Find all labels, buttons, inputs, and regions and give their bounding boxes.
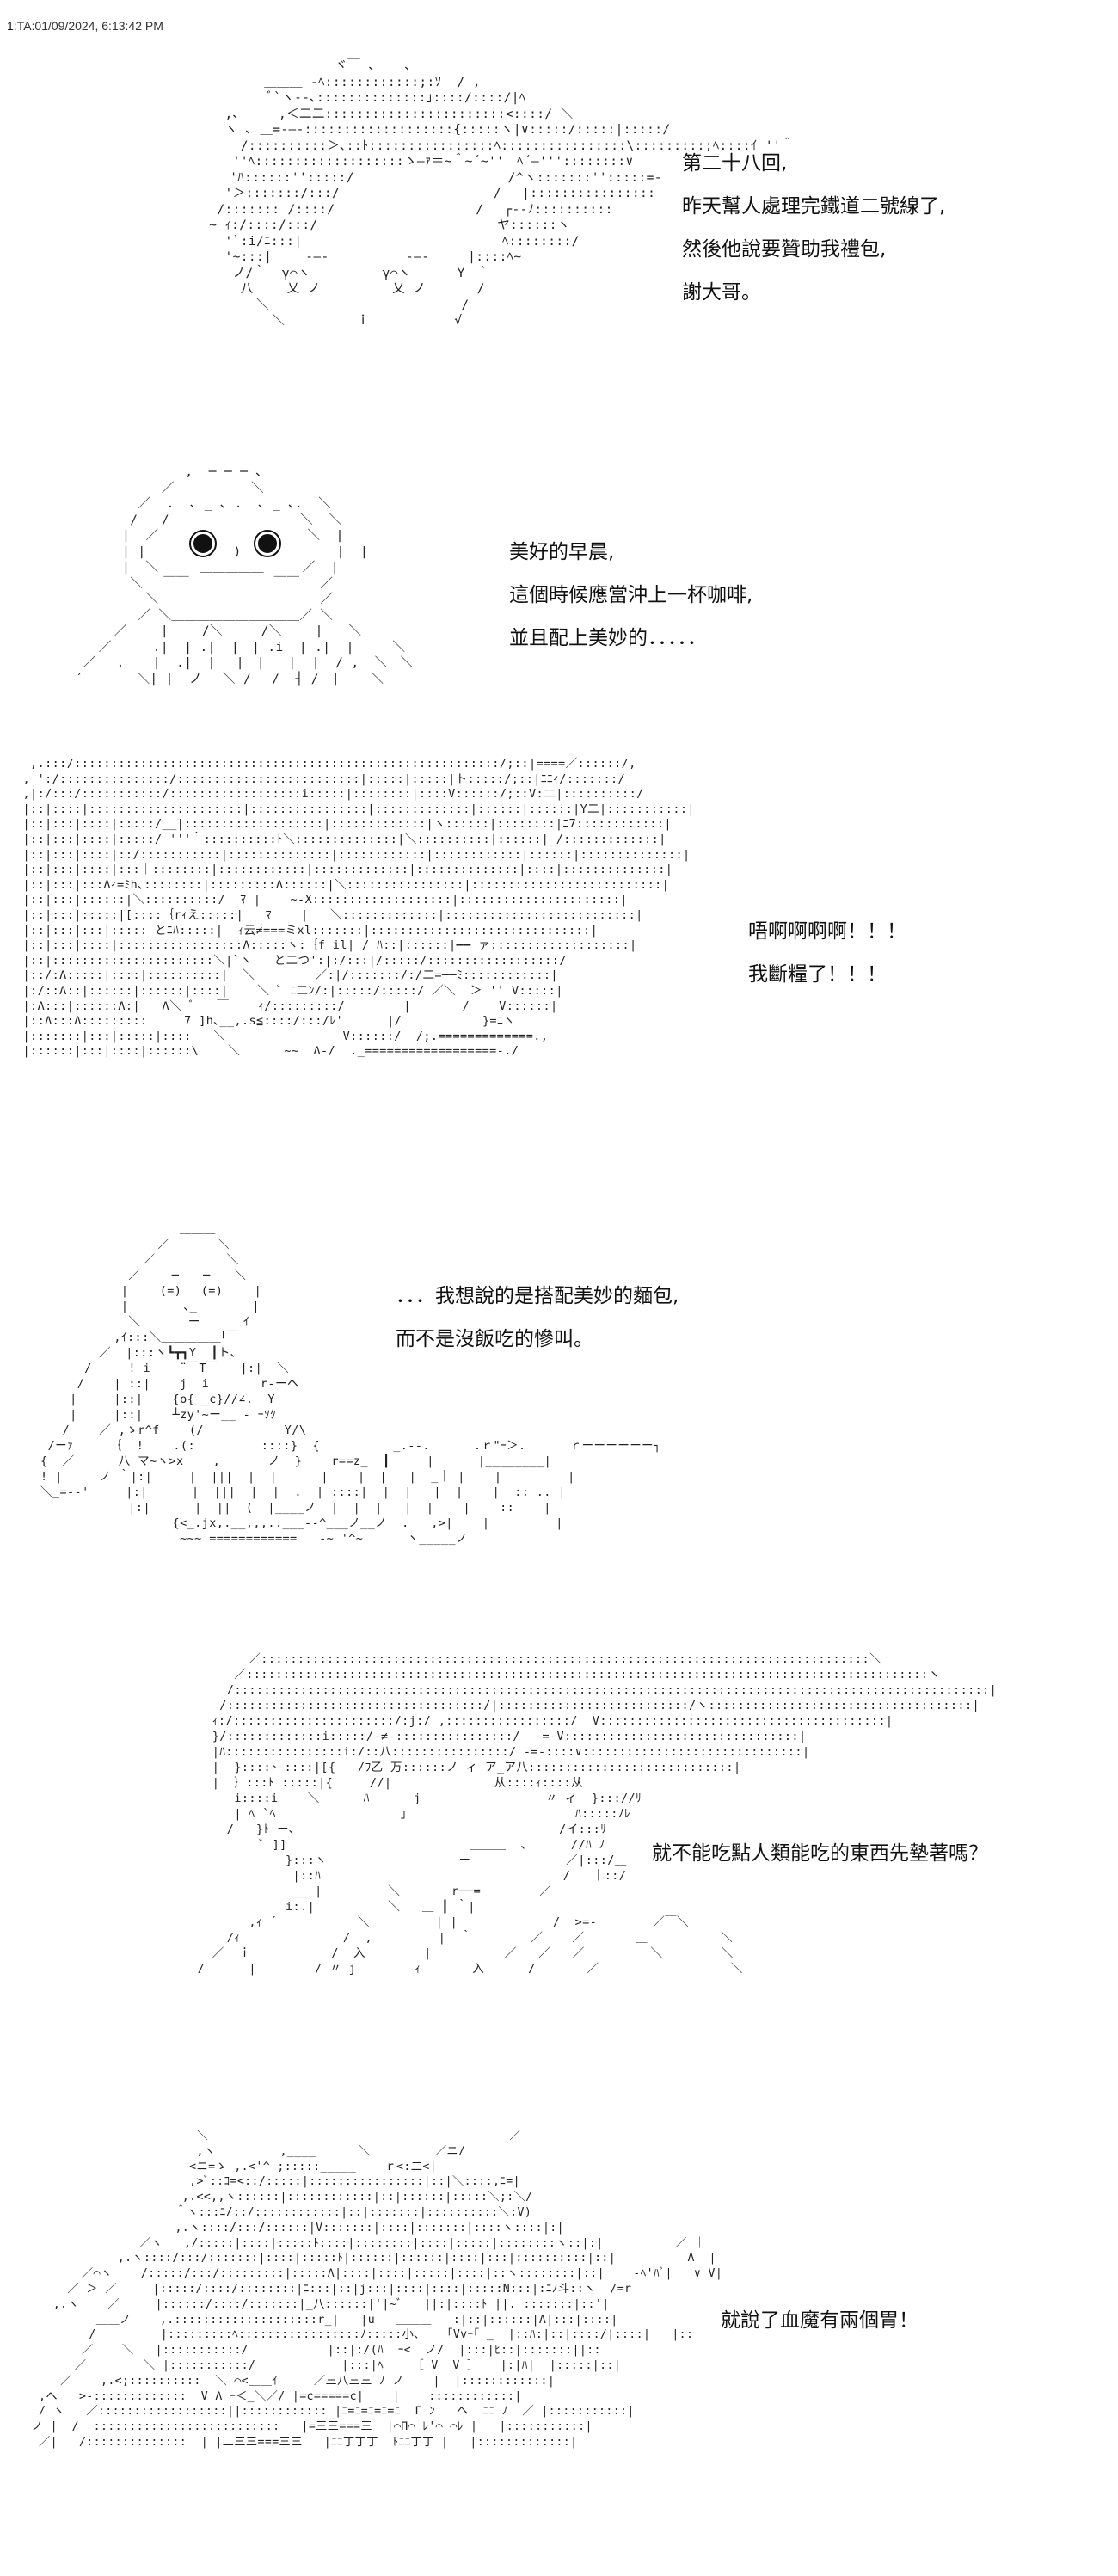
dialogue-line: 而不是沒飯吃的慘叫。 (396, 1328, 593, 1350)
dialogue-3: 唔啊啊啊啊！！！ 我斷糧了！！！ (748, 910, 906, 996)
eye-right-icon (255, 532, 280, 556)
ascii-art-round-face-character: , ─ ─ ─ ､ ／ ＼ ／ . ､ _ ､ . ､ _ ､. ＼ / / ＼… (75, 465, 414, 686)
dialogue-1: 第二十八回, 昨天幫人處理完鐵道二號線了, 然後他說要贊助我禮包, 謝大哥。 (682, 142, 945, 314)
post-header: 1:TA:01/09/2024, 6:13:42 PM (7, 19, 163, 33)
dialogue-line: 昨天幫人處理完鐵道二號線了, (682, 195, 946, 218)
post-label: TA:01/09/2024, 6:13:42 PM (16, 19, 163, 33)
dialogue-line: 就說了血魔有兩個胃！ (721, 2309, 918, 2332)
dialogue-5: 就不能吃點人類能吃的東西先墊著嗎？ (652, 1832, 988, 1875)
ascii-art-cloaked-character: ＼ ／ ,ヽ ,____ ＼ ／ニ/ <ニ=ゝ ,.<'^ ;:::::____… (31, 2130, 723, 2449)
panel-4: ＿＿＿ ／ ＼ ／ ＼ ／ ─ ─ ＼ | (=) (=) | | ､_ | ＼… (0, 1221, 1118, 1634)
dialogue-line: 並且配上美妙的．．．．． (509, 627, 707, 649)
panel-5: ／:::::::::::::::::::::::::::::::::::::::… (0, 1651, 1118, 2090)
panel-3: ,.:::/::::::::::::::::::::::::::::::::::… (0, 757, 1118, 1161)
ascii-art-screaming-character: ,.:::/::::::::::::::::::::::::::::::::::… (22, 757, 695, 1059)
dialogue-line: ．．．我想說的是搭配美妙的麵包, (396, 1285, 679, 1307)
eye-left-icon (191, 532, 215, 556)
post-number: 1 (7, 19, 14, 33)
dialogue-line: 第二十八回, (682, 152, 788, 175)
dialogue-line: 然後他說要贊助我禮包, (682, 238, 887, 261)
dialogue-line: 謝大哥。 (682, 281, 761, 304)
dialogue-line: 就不能吃點人類能吃的東西先墊著嗎？ (652, 1842, 988, 1865)
panel-6: ＼ ／ ,ヽ ,____ ＼ ／ニ/ <ニ=ゝ ,.<'^ ;:::::____… (0, 2129, 1118, 2576)
panel-1: ヾ￣ 、 ､ ＿＿＿ ‐ﾍ::::::::::::;:ｿ / , ﾞ`ヽ‐-､:… (0, 52, 1118, 430)
panel-2: , ─ ─ ─ ､ ／ ＼ ／ . ､ _ ､ . ､ _ ､. ＼ / / ＼… (0, 464, 1118, 748)
dialogue-line: 唔啊啊啊啊！！！ (748, 920, 906, 943)
dialogue-2: 美好的早晨, 這個時候應當沖上一杯咖啡, 並且配上美妙的．．．．． (509, 531, 752, 660)
dialogue-6: 就說了血魔有兩個胃！ (721, 2299, 918, 2342)
post-separator: : (13, 19, 17, 33)
dialogue-line: 這個時候應當沖上一杯咖啡, (509, 584, 753, 606)
ascii-art-spiky-hair-character: ヾ￣ 、 ､ ＿＿＿ ‐ﾍ::::::::::::;:ｿ / , ﾞ`ヽ‐-､:… (209, 59, 795, 328)
dialogue-4: ．．．我想說的是搭配美妙的麵包, 而不是沒飯吃的慘叫。 (396, 1275, 679, 1361)
dialogue-line: 美好的早晨, (509, 541, 615, 563)
ascii-art-long-hair-character: ／:::::::::::::::::::::::::::::::::::::::… (197, 1652, 998, 1976)
dialogue-line: 我斷糧了！！！ (748, 963, 887, 986)
ascii-art-bald-character-with-cups: ＿＿＿ ／ ＼ ／ ＼ ／ ─ ─ ＼ | (=) (=) | | ､_ | ＼… (40, 1222, 661, 1546)
